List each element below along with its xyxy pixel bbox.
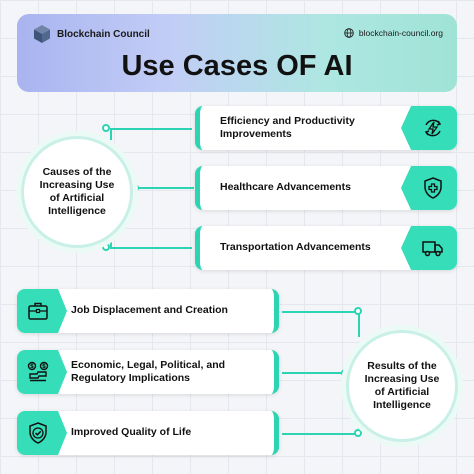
connector-line — [110, 128, 192, 130]
result-card-jobs: Job Displacement and Creation — [17, 289, 279, 333]
connector-dot — [354, 429, 362, 437]
connector-line — [110, 128, 112, 140]
cause-label: Efficiency and Productivity Improvements — [220, 114, 355, 140]
result-label: Economic, Legal, Political, and Regulato… — [71, 358, 226, 384]
result-card-quality: Improved Quality of Life — [17, 411, 279, 455]
connector-line — [282, 311, 358, 313]
money-sign-icon: $ $ — [27, 361, 49, 382]
briefcase-icon — [28, 302, 48, 320]
cause-icon-tab — [401, 226, 457, 270]
connector-line — [134, 187, 194, 189]
result-card-implications: $ $ Economic, Legal, Political, and Regu… — [17, 350, 279, 394]
cause-card-efficiency: Efficiency and Productivity Improvements — [195, 106, 457, 150]
truck-icon — [422, 241, 443, 257]
cause-icon-tab — [401, 106, 457, 150]
results-label: Results of the Increasing Use of Artific… — [364, 359, 440, 412]
causes-label: Causes of the Increasing Use of Artifici… — [39, 165, 115, 218]
brand: Blockchain Council — [33, 24, 150, 44]
cause-label: Healthcare Advancements — [220, 181, 351, 194]
connector-line — [282, 433, 358, 435]
brand-name: Blockchain Council — [57, 28, 150, 40]
svg-text:$: $ — [42, 363, 46, 370]
header-banner: Blockchain Council blockchain-council.or… — [17, 14, 457, 92]
lightning-cycle-icon — [424, 119, 442, 137]
connector-dot — [354, 307, 362, 315]
connector-line — [110, 247, 192, 249]
globe-icon — [344, 28, 354, 38]
shield-check-icon — [29, 422, 47, 444]
result-icon-tab: $ $ — [17, 350, 67, 394]
cause-label: Transportation Advancements — [220, 241, 371, 254]
cause-card-healthcare: Healthcare Advancements — [195, 166, 457, 210]
svg-text:$: $ — [30, 363, 34, 370]
causes-circle: Causes of the Increasing Use of Artifici… — [21, 136, 133, 248]
page-title: Use Cases OF AI — [121, 50, 353, 82]
connector-dot — [102, 243, 110, 251]
connector-line — [110, 237, 112, 248]
site-link[interactable]: blockchain-council.org — [344, 28, 443, 38]
result-icon-tab — [17, 289, 67, 333]
connector-dot — [102, 124, 110, 132]
result-label: Job Displacement and Creation — [71, 304, 228, 317]
cause-icon-tab — [401, 166, 457, 210]
result-icon-tab — [17, 411, 67, 455]
cube-logo-icon — [34, 25, 50, 43]
connector-line — [282, 372, 348, 374]
result-label: Improved Quality of Life — [71, 426, 192, 439]
connector-line — [358, 311, 360, 337]
site-url: blockchain-council.org — [358, 28, 443, 38]
cause-card-transportation: Transportation Advancements — [195, 226, 457, 270]
medical-shield-icon — [424, 177, 442, 199]
results-circle: Results of the Increasing Use of Artific… — [346, 330, 458, 442]
